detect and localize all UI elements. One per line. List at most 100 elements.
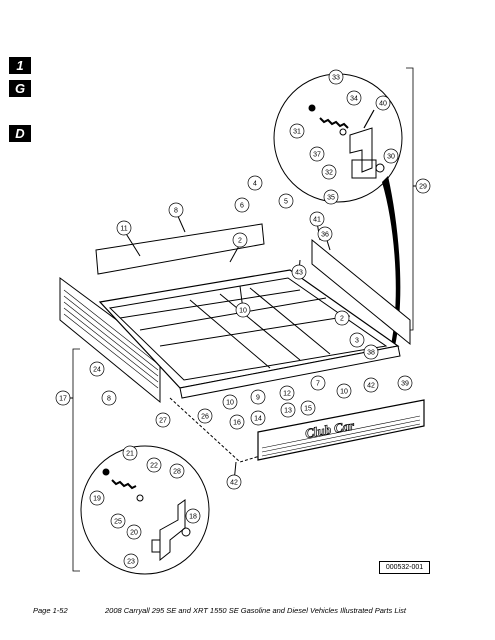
callout-number: 2 [340, 316, 344, 323]
callout-circle [334, 310, 350, 326]
callout-number: 30 [387, 154, 395, 161]
detail-circle-upper [273, 73, 403, 346]
callout-3: 3 [349, 332, 365, 348]
callout-37: 37 [309, 146, 325, 162]
callout-29: 29 [415, 178, 431, 194]
callout-circle [168, 202, 184, 218]
callout-42: 42 [363, 377, 379, 393]
callout-2: 2 [334, 310, 350, 326]
callout-circle [363, 377, 379, 393]
callout-number: 25 [114, 519, 122, 526]
section-tab-d: D [9, 125, 31, 142]
callout-circle [346, 90, 362, 106]
callout-4: 4 [247, 175, 263, 191]
callout-number: 9 [256, 395, 260, 402]
callout-circle [415, 178, 431, 194]
callout-circle [110, 513, 126, 529]
callout-circle [101, 390, 117, 406]
callout-7: 7 [310, 375, 326, 391]
callout-41: 41 [309, 211, 325, 227]
section-tab-g: G [9, 80, 31, 97]
callout-28: 28 [169, 463, 185, 479]
callout-number: 16 [233, 420, 241, 427]
callout-circle [89, 361, 105, 377]
callout-10: 10 [235, 302, 251, 318]
callout-circle [55, 390, 71, 406]
callout-number: 11 [120, 226, 127, 233]
callout-number: 21 [126, 451, 134, 458]
callout-circle [279, 385, 295, 401]
callout-circle [123, 553, 139, 569]
callout-number: 19 [93, 496, 101, 503]
callout-12: 12 [279, 385, 295, 401]
callout-circle [155, 412, 171, 428]
callout-10: 10 [336, 383, 352, 399]
callout-5: 5 [278, 193, 294, 209]
callout-circle [383, 148, 399, 164]
callout-43: 43 [291, 264, 307, 280]
callout-35: 35 [323, 189, 339, 205]
callout-8: 8 [101, 390, 117, 406]
callout-number: 8 [174, 208, 178, 215]
callout-39: 39 [397, 375, 413, 391]
callout-33: 33 [328, 69, 344, 85]
callout-circle [247, 175, 263, 191]
callout-30: 30 [383, 148, 399, 164]
callout-40: 40 [375, 95, 391, 111]
callout-21: 21 [122, 445, 138, 461]
callout-8: 8 [168, 202, 184, 218]
callout-27: 27 [155, 412, 171, 428]
callout-circle [169, 463, 185, 479]
callout-number: 39 [401, 381, 409, 388]
callout-38: 38 [363, 344, 379, 360]
callout-circle [310, 375, 326, 391]
callout-number: 7 [316, 381, 320, 388]
callout-36: 36 [317, 226, 333, 242]
callout-number: 8 [107, 396, 111, 403]
callout-circle [235, 302, 251, 318]
detail-circle-lower [80, 445, 210, 575]
callout-number: 4 [253, 181, 257, 188]
callout-circle [126, 524, 142, 540]
callout-circle [300, 400, 316, 416]
footer-document-title: 2008 Carryall 295 SE and XRT 1550 SE Gas… [105, 606, 406, 615]
callout-number: 31 [293, 129, 301, 136]
callout-circle [397, 375, 413, 391]
callout-number: 33 [332, 75, 340, 82]
callout-24: 24 [89, 361, 105, 377]
callout-circle [336, 383, 352, 399]
bracket-17 [72, 348, 80, 572]
callout-31: 31 [289, 123, 305, 139]
callout-number: 15 [304, 406, 312, 413]
callout-number: 13 [284, 408, 292, 415]
callout-23: 23 [123, 553, 139, 569]
callout-6: 6 [234, 197, 250, 213]
callout-circle [289, 123, 305, 139]
callout-circle [323, 189, 339, 205]
callout-number: 37 [313, 152, 321, 159]
left-panel-ribs [63, 289, 159, 389]
callout-circle [291, 264, 307, 280]
callout-circle [122, 445, 138, 461]
callout-circle [280, 402, 296, 418]
callout-circle [146, 457, 162, 473]
callout-circle [197, 408, 213, 424]
callout-number: 10 [226, 400, 234, 407]
callout-11: 11 [116, 220, 132, 236]
callout-number: 2 [238, 238, 242, 245]
callout-number: 10 [340, 389, 348, 396]
callout-2: 2 [232, 232, 248, 248]
callout-22: 22 [146, 457, 162, 473]
frame-assembly [59, 185, 425, 483]
callout-circle [226, 474, 242, 490]
callout-number: 32 [325, 170, 333, 177]
callout-number: 3 [355, 338, 359, 345]
callout-number: 41 [313, 217, 321, 224]
callout-number: 40 [379, 101, 387, 108]
callout-25: 25 [110, 513, 126, 529]
callout-number: 26 [201, 414, 209, 421]
callout-circle [250, 389, 266, 405]
callout-number: 17 [59, 396, 67, 403]
section-tab-1: 1 [9, 57, 31, 74]
